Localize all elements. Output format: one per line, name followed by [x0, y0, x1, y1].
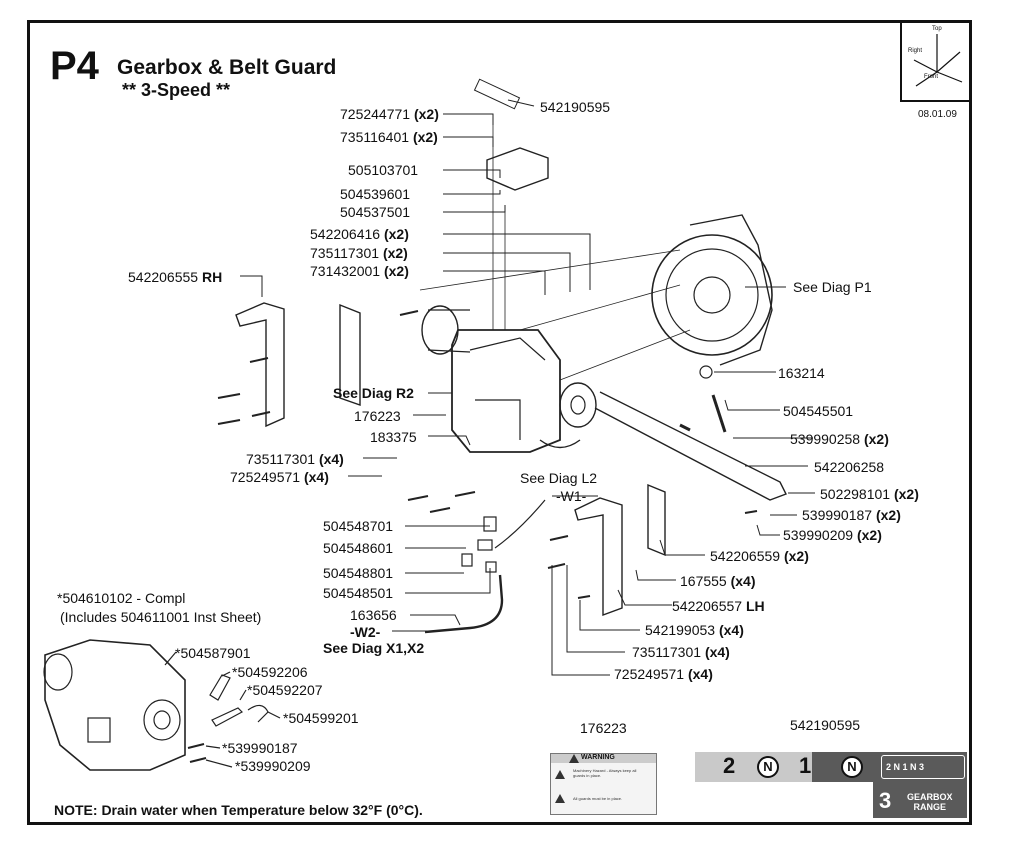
callout-504537501: 504537501: [340, 204, 411, 220]
callout-504539601: 504539601: [340, 186, 411, 202]
callout-504592206: *504592206: [232, 664, 308, 680]
range-mini-text: 2 N 1 N 3: [886, 762, 925, 772]
neutral-1-icon: N: [757, 756, 779, 778]
callout-505103701: 505103701: [348, 162, 419, 178]
callout-w1: -W1-: [556, 488, 587, 504]
callout-731432001: 731432001 (x2): [310, 263, 409, 279]
callout-167555: 167555 (x4): [680, 573, 756, 589]
callout-542190595: 542190595: [540, 99, 611, 115]
callout-see-diag-p1: See Diag P1: [793, 279, 872, 295]
callout-504548801: 504548801: [323, 565, 394, 581]
drain-note: NOTE: Drain water when Temperature below…: [54, 802, 423, 818]
callout-539990187: 539990187 (x2): [802, 507, 901, 523]
warning-word: WARNING: [581, 754, 615, 761]
warning-text-1: Machinery Hazard - Always keep all guard…: [573, 768, 637, 778]
callout-163656: 163656: [350, 607, 397, 623]
callout-504545501: 504545501: [783, 403, 854, 419]
range-decal-dark-band: [812, 752, 967, 782]
compass-top-label: Top: [932, 26, 942, 32]
neutral-2-icon: N: [841, 756, 863, 778]
callout-kit-504610102: *504610102 - Compl: [57, 590, 186, 606]
callout-504592207: *504592207: [247, 682, 323, 698]
callout-542206559: 542206559 (x2): [710, 548, 809, 564]
warning-decal: WARNING Machinery Hazard - Always keep a…: [550, 753, 657, 815]
callout-504548501: 504548501: [323, 585, 394, 601]
callout-504587901: *504587901: [175, 645, 251, 661]
compass-axes-icon: [913, 34, 963, 87]
diagram-frame: [27, 20, 972, 825]
callout-w2: -W2-: [350, 624, 381, 640]
callout-504548701: 504548701: [323, 518, 394, 534]
callout-see-diag-l2: See Diag L2: [520, 470, 598, 486]
diagram-title: Gearbox & Belt Guard: [117, 56, 337, 79]
callout-539990187-kit: *539990187: [222, 740, 298, 756]
callout-504599201: *504599201: [283, 710, 359, 726]
range-mini-diagram: 2 N 1 N 3: [881, 755, 965, 779]
hazard-triangle-icon-2: [555, 794, 565, 803]
compass-front-label: Front: [924, 74, 939, 80]
revision-date: 08.01.09: [918, 109, 957, 120]
hazard-triangle-icon: [555, 770, 565, 779]
callout-735116401: 735116401 (x2): [340, 129, 438, 145]
callout-725249571-a: 725249571 (x4): [230, 469, 329, 485]
callout-176223-decal: 176223: [580, 720, 627, 736]
callout-504548601: 504548601: [323, 540, 394, 556]
callout-542206258: 542206258: [814, 459, 885, 475]
callout-542199053: 542199053 (x4): [645, 622, 744, 638]
callout-542206416: 542206416 (x2): [310, 226, 409, 242]
range-decal-light-band: [695, 752, 812, 782]
compass-right-label: Right: [908, 48, 923, 54]
callout-725244771: 725244771 (x2): [340, 106, 439, 122]
callout-kit-inst-sheet: (Includes 504611001 Inst Sheet): [60, 609, 262, 625]
callout-542190595-decal: 542190595: [790, 717, 861, 733]
warning-text-2: All guards must be in place.: [573, 796, 623, 801]
callout-176223: 176223: [354, 408, 401, 424]
callout-539990258: 539990258 (x2): [790, 431, 889, 447]
callout-542206555: 542206555 RH: [128, 269, 223, 285]
callout-see-diag-r2: See Diag R2: [333, 385, 414, 401]
gear-2-label: 2: [723, 753, 736, 778]
warning-triangle-icon: [569, 754, 579, 763]
diagram-subtitle: ** 3-Speed **: [122, 80, 231, 100]
callout-539990209-kit: *539990209: [235, 758, 311, 774]
callout-735117301-b: 735117301 (x4): [246, 451, 344, 467]
gear-3-label: 3: [879, 788, 892, 813]
callout-735117301-a: 735117301 (x2): [310, 245, 408, 261]
callout-725249571-b: 725249571 (x4): [614, 666, 713, 682]
callout-502298101: 502298101 (x2): [820, 486, 919, 502]
callout-539990209: 539990209 (x2): [783, 527, 882, 543]
warning-band: [551, 754, 656, 763]
callout-735117301-c: 735117301 (x4): [632, 644, 730, 660]
plate-id: P4: [50, 44, 99, 88]
callout-183375: 183375: [370, 429, 417, 445]
callout-see-diag-x1-x2: See Diag X1,X2: [323, 640, 425, 656]
callout-542206557: 542206557 LH: [672, 598, 765, 614]
orientation-compass: Top Right Front: [900, 20, 972, 102]
gear-1-label: 1: [799, 753, 812, 778]
callout-163214: 163214: [778, 365, 825, 381]
